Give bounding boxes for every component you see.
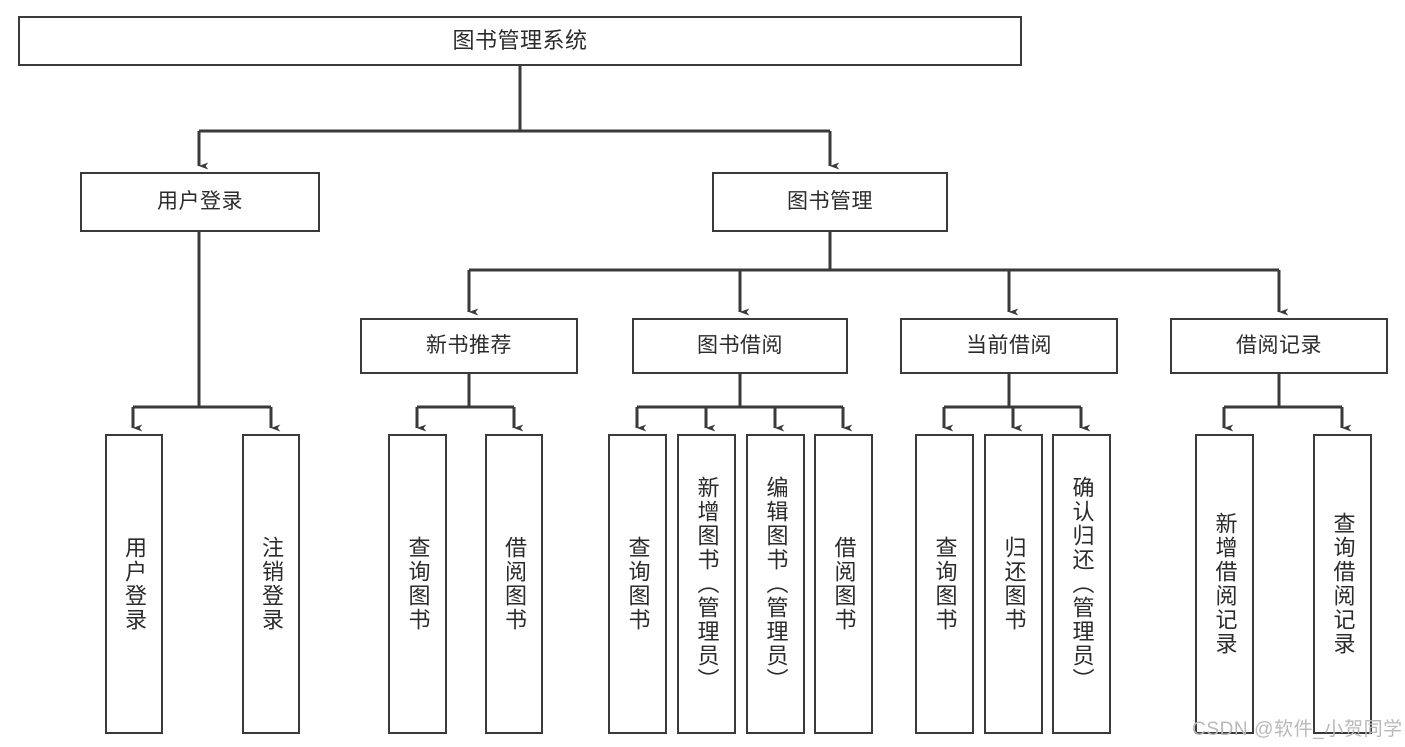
node-leaf-logout[interactable]: 注销登录 — [242, 434, 300, 734]
csdn-watermark: CSDN @软件_小贺同学 — [1192, 719, 1403, 740]
node-leaf-borrow-book-1[interactable]: 借阅图书 — [485, 434, 543, 734]
node-label: 借阅记录 — [1236, 334, 1322, 358]
node-book-manage[interactable]: 图书管理 — [712, 172, 948, 232]
node-label: 用户登录 — [157, 190, 243, 214]
node-label: 图书管理 — [787, 190, 873, 214]
node-leaf-user-login[interactable]: 用户登录 — [105, 434, 163, 734]
node-label: 当前借阅 — [966, 334, 1052, 358]
node-leaf-query-book-3[interactable]: 查询图书 — [915, 434, 974, 734]
node-leaf-query-record[interactable]: 查询借阅记录 — [1313, 434, 1372, 734]
node-user-login[interactable]: 用户登录 — [80, 172, 320, 232]
node-leaf-add-book[interactable]: 新增图书（管理员） — [677, 434, 736, 734]
node-label: 用户登录 — [122, 536, 147, 632]
node-label: 查询图书 — [405, 536, 431, 632]
node-label: 借阅图书 — [502, 536, 527, 632]
node-label: 查询图书 — [932, 536, 958, 632]
node-label: 新书推荐 — [426, 334, 512, 358]
node-leaf-query-book-1[interactable]: 查询图书 — [388, 434, 447, 734]
node-leaf-add-record[interactable]: 新增借阅记录 — [1195, 434, 1254, 734]
node-leaf-confirm-return[interactable]: 确认归还（管理员） — [1052, 434, 1111, 734]
node-label: 图书管理系统 — [452, 27, 588, 53]
node-label: 确认归还（管理员） — [1069, 476, 1095, 692]
node-label: 查询借阅记录 — [1330, 512, 1356, 656]
node-label: 查询图书 — [625, 536, 651, 632]
node-current-borrow[interactable]: 当前借阅 — [900, 318, 1118, 374]
node-borrow-records[interactable]: 借阅记录 — [1170, 318, 1388, 374]
node-label: 归还图书 — [1001, 536, 1027, 632]
node-root[interactable]: 图书管理系统 — [18, 16, 1022, 66]
node-label: 新增图书（管理员） — [694, 476, 720, 692]
node-leaf-query-book-2[interactable]: 查询图书 — [608, 434, 667, 734]
node-label: 图书借阅 — [697, 334, 783, 358]
node-label: 注销登录 — [259, 536, 284, 632]
node-leaf-borrow-book-2[interactable]: 借阅图书 — [814, 434, 873, 734]
node-label: 新增借阅记录 — [1212, 512, 1238, 656]
node-book-borrow[interactable]: 图书借阅 — [632, 318, 848, 374]
node-label: 编辑图书（管理员） — [763, 476, 789, 692]
node-new-book-recommend[interactable]: 新书推荐 — [360, 318, 578, 374]
node-leaf-return-book[interactable]: 归还图书 — [984, 434, 1043, 734]
node-leaf-edit-book[interactable]: 编辑图书（管理员） — [746, 434, 805, 734]
node-label: 借阅图书 — [831, 536, 857, 632]
